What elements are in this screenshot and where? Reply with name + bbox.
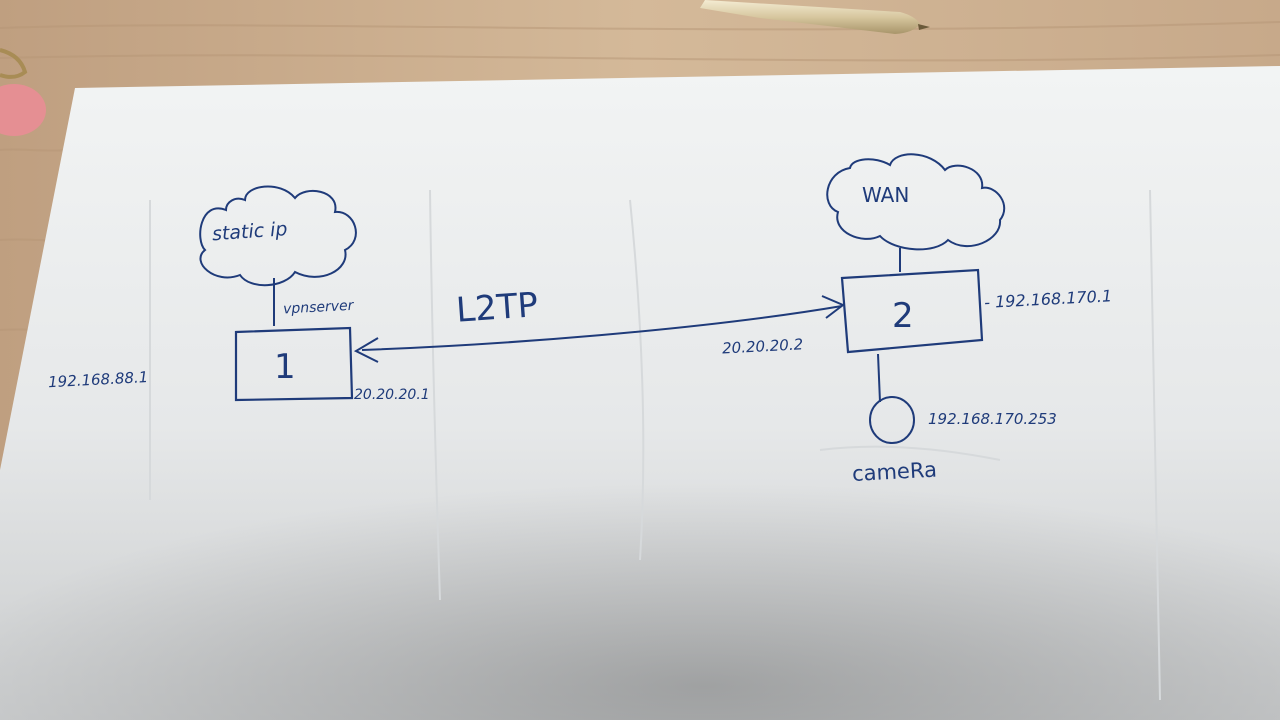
router-1-lan-ip: 192.168.88.1 [48,368,149,391]
right-cloud-label: WAN [862,183,909,207]
router-1-number: 1 [274,347,296,387]
paper-show-through [149,189,1161,701]
left-cloud [199,185,357,287]
router-1-tunnel-ip: 20.20.20.1 [354,387,430,403]
camera-ip: 192.168.170.253 [928,410,1057,428]
pen [700,0,930,34]
router-2-number: 2 [892,296,914,336]
camera-label: cameRa [852,458,938,486]
tunnel-arrowhead-right [821,295,845,319]
desk-object [0,48,46,136]
left-cloud-label: static ip [211,218,288,245]
router-1-role-label: vpnserver [283,298,355,318]
right-cloud [826,153,1006,251]
l2tp-tunnel-line [361,305,843,351]
camera-link [877,353,881,403]
router-2-tunnel-ip: 20.20.20.2 [722,335,804,357]
router-1-box [234,326,354,402]
router-2-box [840,268,984,354]
tunnel-protocol-label: L2TP [455,285,539,331]
camera-node [869,396,915,444]
tunnel-arrowhead-left [353,337,379,363]
wood-grain [0,21,1280,332]
